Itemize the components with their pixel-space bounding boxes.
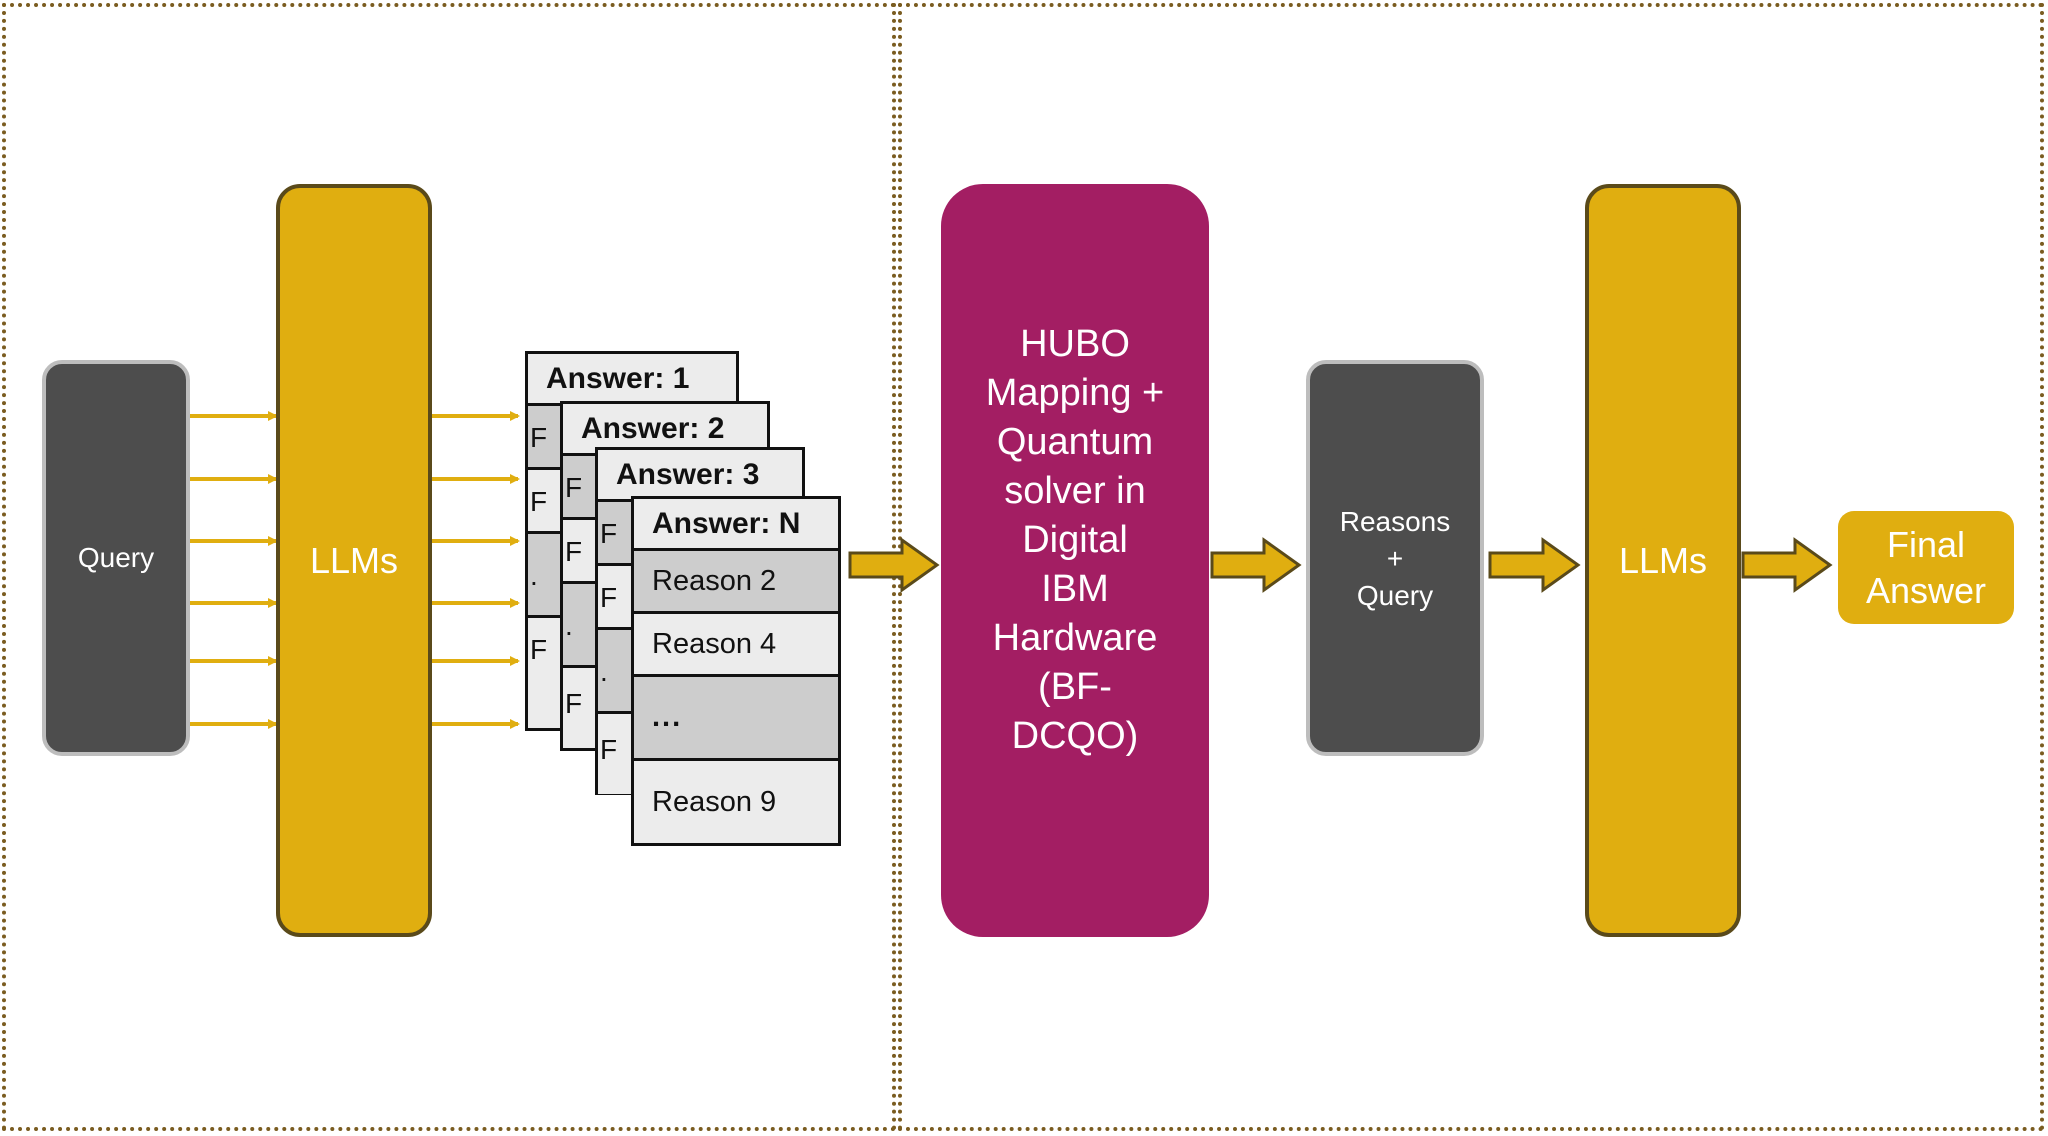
hubo-line: solver in — [1004, 470, 1146, 512]
llm-left-label: LLMs — [309, 539, 399, 581]
plus-label: + — [1386, 542, 1404, 574]
query-label: Query — [1356, 579, 1434, 611]
hubo-line: Quantum — [996, 421, 1154, 463]
final-answer-line2: Answer — [1865, 569, 1987, 611]
reasons-label: Reasons — [1339, 505, 1451, 537]
hubo-line: DCQO) — [1011, 715, 1139, 757]
llm-box-right: LLMs — [1585, 184, 1741, 937]
block-arrow-hubo-to-reasons — [1210, 537, 1302, 593]
answer-card-header: Answer: N — [634, 499, 838, 551]
partial-row-text: F — [565, 472, 583, 503]
reason-row: Reason 4 — [634, 614, 838, 677]
answer-card-n: Answer: N Reason 2 Reason 4 ... Reason 9 — [631, 496, 841, 846]
partial-row-text: F — [530, 422, 548, 453]
hubo-line: Digital — [1022, 519, 1128, 561]
hubo-line: (BF- — [1038, 666, 1112, 708]
partial-row-text: F — [600, 734, 618, 765]
partial-row-text: . — [565, 610, 573, 641]
block-arrow-answers-to-hubo — [848, 537, 940, 593]
llm-right-label: LLMs — [1618, 539, 1708, 581]
reasons-query-box: Reasons + Query — [1306, 360, 1484, 756]
partial-row-text: F — [530, 486, 548, 517]
answer-card-header: Answer: 3 — [598, 450, 802, 502]
partial-row-text: F — [600, 518, 618, 549]
partial-row-text: . — [600, 656, 608, 687]
reason-row: Reason 9 — [634, 761, 838, 843]
hubo-line: IBM — [1041, 568, 1109, 610]
block-arrow-reasons-to-llm — [1488, 537, 1581, 593]
final-answer-box: Final Answer — [1838, 511, 2014, 624]
query-label: Query — [77, 542, 155, 573]
hubo-quantum-solver-box: HUBO Mapping + Quantum solver in Digital… — [941, 184, 1209, 937]
llm-box-left: LLMs — [276, 184, 432, 937]
hubo-line: Mapping + — [985, 372, 1165, 414]
partial-row-text: . — [530, 560, 538, 591]
reason-row-ellipsis: ... — [634, 677, 838, 761]
answer-card-header: Answer: 1 — [528, 354, 736, 406]
query-box: Query — [42, 360, 190, 756]
partial-row-text: F — [600, 582, 618, 613]
partial-row-text: F — [565, 536, 583, 567]
hubo-line: HUBO — [1020, 323, 1130, 365]
partial-row-text: F — [530, 634, 548, 665]
reason-row: Reason 2 — [634, 551, 838, 614]
final-answer-line1: Final — [1886, 523, 1965, 565]
hubo-line: Hardware — [992, 617, 1158, 659]
block-arrow-llm-to-final — [1741, 537, 1833, 593]
llm-to-answers-arrows — [432, 411, 520, 729]
query-to-llm-arrows — [190, 411, 278, 729]
partial-row-text: F — [565, 688, 583, 719]
